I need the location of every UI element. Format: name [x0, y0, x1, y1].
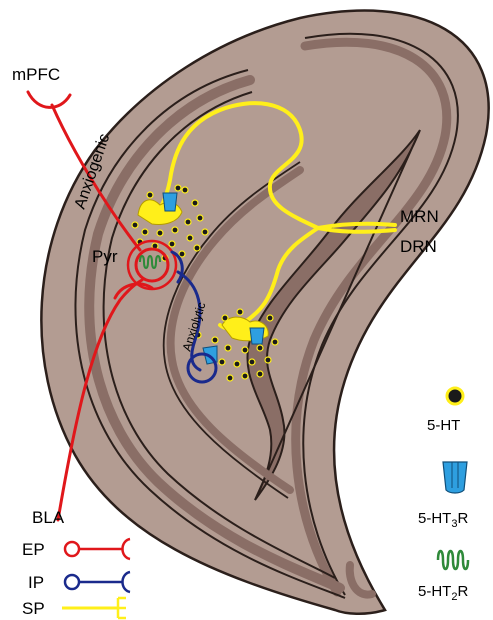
label-bla: BLA — [32, 508, 65, 527]
legend-ht2r-label: 5-HT2R — [418, 583, 468, 603]
label-mpfc: mPFC — [12, 65, 60, 84]
legend-ht3r-icon — [443, 462, 467, 493]
legend-ep-label: EP — [22, 540, 45, 559]
legend-right: 5-HT 5-HT3R 5-HT2R — [418, 388, 468, 603]
legend-left: EP IP SP — [22, 539, 130, 618]
legend-sp-label: SP — [22, 599, 45, 618]
label-drn: DRN — [400, 237, 437, 256]
upper-ht3r — [163, 193, 177, 211]
legend-ht-dot — [447, 388, 463, 404]
label-pyr: Pyr — [92, 247, 118, 266]
label-mrn: MRN — [400, 207, 439, 226]
legend-ep-terminal — [123, 539, 131, 559]
mpfc-terminal — [28, 92, 70, 107]
legend-ip-soma — [65, 575, 79, 589]
lower-ht3r-a — [250, 328, 264, 344]
legend-ht-label: 5-HT — [427, 417, 460, 434]
legend-ht3r-label: 5-HT3R — [418, 510, 468, 530]
legend-ip-terminal — [123, 572, 131, 592]
legend-ip-label: IP — [28, 573, 44, 592]
legend-ht2r-icon — [438, 551, 468, 569]
legend-sp-terminal — [118, 598, 126, 618]
legend-ep-soma — [65, 542, 79, 556]
